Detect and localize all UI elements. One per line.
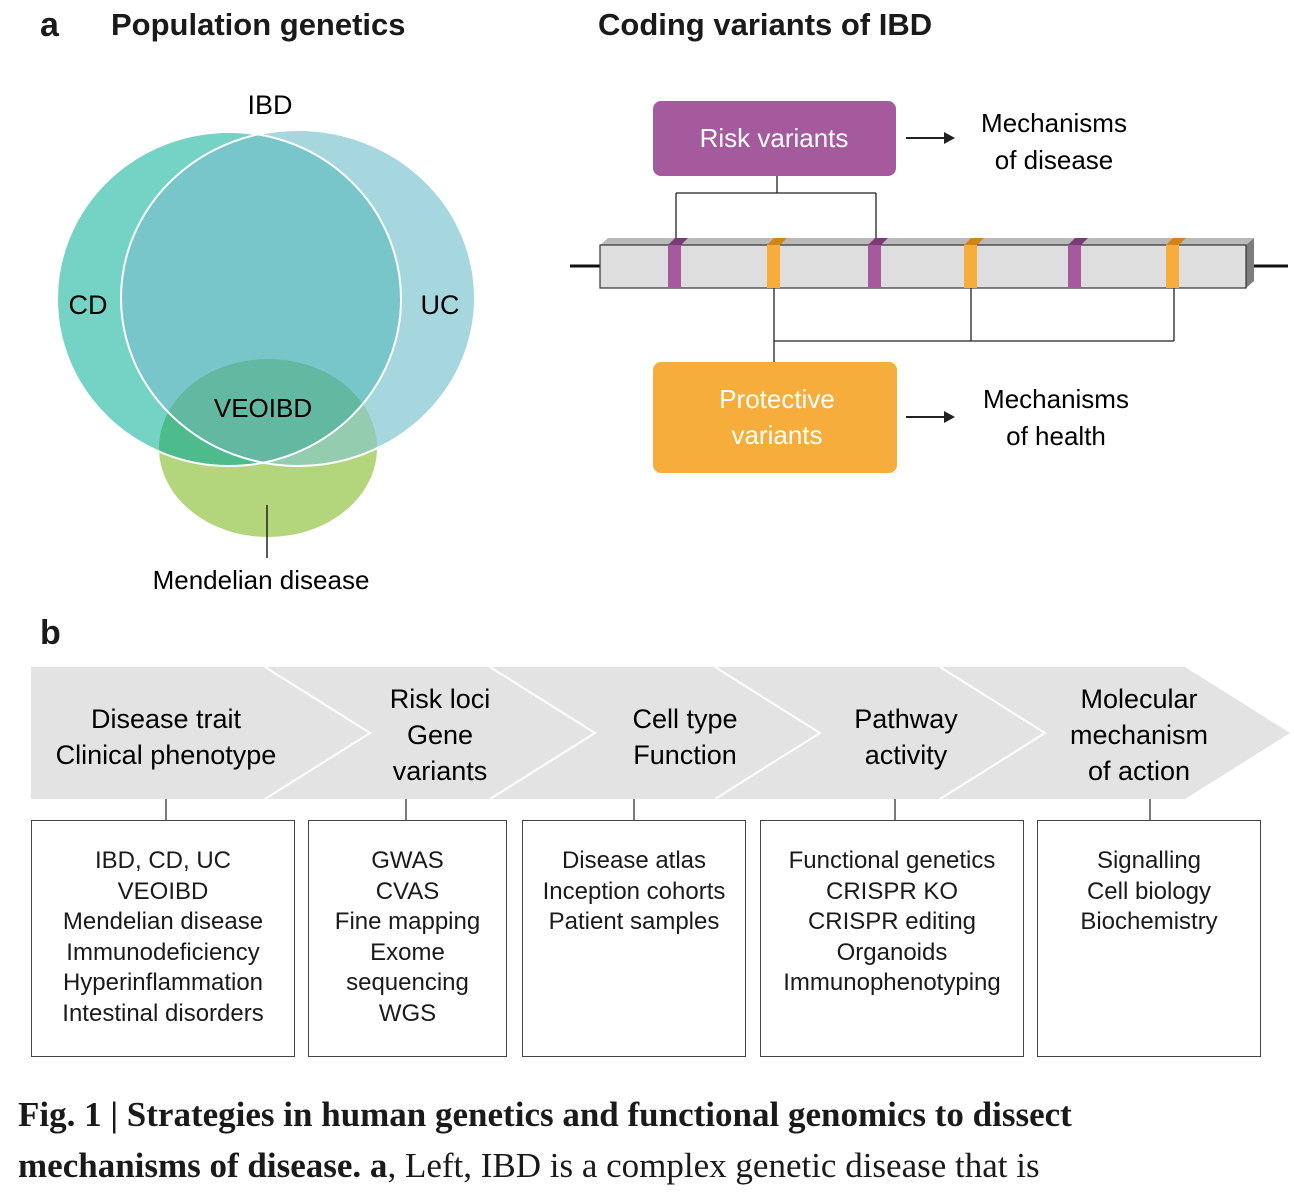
risk-stripes [668,238,1088,288]
method-item: WGS [378,999,437,1027]
risk-bracket [675,176,877,246]
chromosome-bar-end [1246,238,1254,288]
caption-bold-line-2: mechanisms of disease. a [18,1146,388,1185]
method-item: Cell biology [1086,877,1212,905]
method-item: Inception cohorts [542,877,726,905]
step-5-line-1: Molecular [1080,684,1197,714]
risk-variants-box [653,101,896,176]
methods-box-disease-trait: IBD, CD, UC VEOIBD Mendelian disease Imm… [31,820,295,1057]
methods-box-cell-type: Disease atlas Inception cohorts Patient … [522,820,746,1057]
risk-outcome-line2: of disease [995,145,1114,175]
ibd-label: IBD [247,90,292,120]
coding-variants-title: Coding variants of IBD [598,7,933,42]
method-item: CVAS [375,877,440,905]
population-genetics-title: Population genetics [111,7,406,42]
figure-caption-line-2: mechanisms of disease. a, Left, IBD is a… [18,1143,1040,1189]
method-item: IBD, CD, UC [94,847,231,874]
step-5-line-3: of action [1088,756,1190,786]
protective-label-line2: variants [731,420,822,450]
uc-label: UC [421,290,460,320]
method-item: Immunophenotyping [783,969,1001,996]
caption-regular-line-2: , Left, IBD is a complex genetic disease… [387,1146,1040,1185]
step-1-line-2: Clinical phenotype [56,740,277,770]
step-2-line-3: variants [393,756,488,786]
method-item: Biochemistry [1080,908,1218,935]
method-item: Exome [370,938,445,966]
method-item: Organoids [836,938,948,966]
methods-box-pathway: Functional genetics CRISPR KO CRISPR edi… [760,820,1024,1057]
chevron-3 [490,667,820,799]
method-item: GWAS [371,847,444,874]
panel-a-letter: a [40,6,59,44]
workflow-chevrons: Disease trait Clinical phenotype Risk lo… [31,666,1290,820]
chromosome-bar-top [600,238,1254,245]
method-item: Functional genetics [788,847,996,874]
step-4-line-2: activity [865,740,948,770]
method-item: VEOIBD [117,877,209,905]
risk-variants-label: Risk variants [700,123,849,153]
venn-diagram: IBD CD UC VEOIBD Mendelian disease [56,90,476,595]
method-item: Intestinal disorders [62,999,264,1027]
method-item: CRISPR KO [825,877,959,905]
protective-label-line1: Protective [719,384,835,414]
methods-box-molecular: Signalling Cell biology Biochemistry [1037,820,1261,1057]
risk-arrow-icon [944,132,955,144]
protective-stripes [767,238,1186,288]
method-item: Mendelian disease [62,908,264,935]
caption-bold-line-1: Fig. 1 | Strategies in human genetics an… [18,1095,1072,1134]
step-2-line-2: Gene [407,720,473,750]
method-item: Patient samples [548,908,720,935]
method-item: Fine mapping [334,908,481,935]
coding-variants-diagram: Risk variants Mechanisms of disease Prot… [570,101,1288,473]
method-item: CRISPR editing [807,908,977,935]
chevron-5 [940,667,1290,799]
method-item: Disease atlas [561,847,707,874]
chromosome-bar [599,244,1247,289]
protective-outcome-line1: Mechanisms [983,384,1129,414]
protective-outcome-line2: of health [1006,421,1106,451]
method-item: Hyperinflammation [62,969,264,996]
step-3-line-1: Cell type [632,704,737,734]
chevron-1 [31,667,370,799]
risk-outcome-line1: Mechanisms [981,108,1127,138]
chevron-4 [715,667,1045,799]
step-2-line-1: Risk loci [390,684,491,714]
step-1-line-1: Disease trait [91,704,242,734]
step-5-line-2: mechanism [1070,720,1208,750]
chevron-2 [265,667,595,799]
protective-variants-box [653,362,897,473]
step-3-line-2: Function [633,740,737,770]
protective-bracket [773,288,1175,362]
protective-arrow-icon [944,411,955,423]
mendelian-label: Mendelian disease [153,565,370,595]
step-4-line-1: Pathway [854,704,958,734]
cd-label: CD [69,290,108,320]
method-item: Signalling [1096,847,1202,874]
veoibd-label: VEOIBD [214,393,312,423]
method-item: Immunodeficiency [66,938,260,966]
figure-caption-line-1: Fig. 1 | Strategies in human genetics an… [18,1092,1072,1138]
methods-box-risk-loci: GWAS CVAS Fine mapping Exome sequencing … [308,820,507,1057]
panel-b-letter: b [40,614,61,652]
method-item: sequencing [346,969,469,996]
